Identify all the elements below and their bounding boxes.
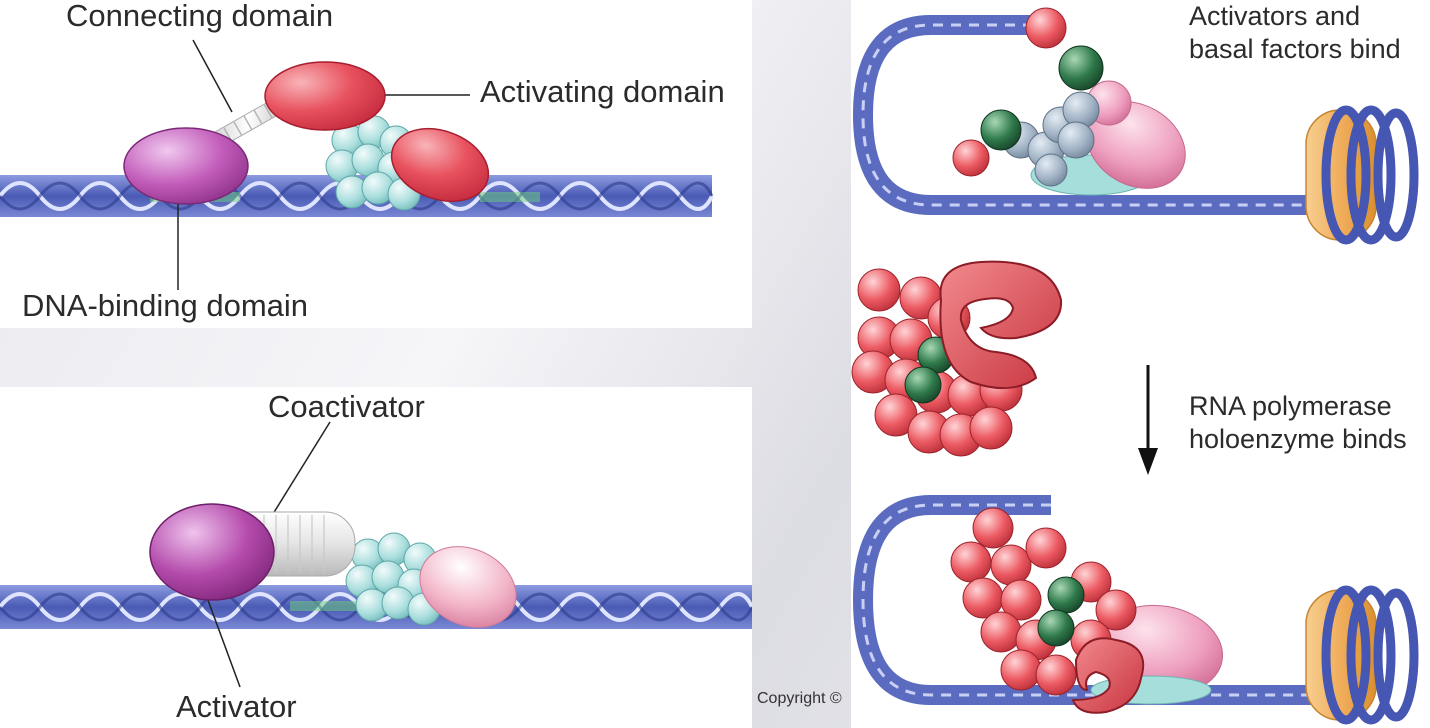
rna-polymerase-holoenzyme xyxy=(851,260,1063,457)
activator-domains-illustration xyxy=(0,39,714,290)
preinitiation-complex xyxy=(950,507,1224,714)
down-arrow-icon xyxy=(1138,365,1158,475)
label-step2: RNA polymerase holoenzyme binds xyxy=(1189,390,1407,456)
activating-domain-lower xyxy=(390,128,490,202)
label-activator: Activator xyxy=(176,689,297,724)
activator xyxy=(149,503,275,601)
label-connecting-domain: Connecting domain xyxy=(66,0,334,33)
label-step1: Activators and basal factors bind xyxy=(1189,0,1401,66)
label-step1-line2: basal factors bind xyxy=(1189,34,1401,64)
panel-coactivator: Coactivator Activator xyxy=(0,387,752,728)
activating-domain xyxy=(264,61,386,131)
connecting-domain-spring xyxy=(214,97,284,147)
label-activating-domain: Activating domain xyxy=(480,74,725,109)
label-step2-line2: holoenzyme binds xyxy=(1189,424,1407,454)
panel-assembly: Activators and basal factors bind RNA po… xyxy=(851,0,1430,728)
basal-factor-cluster-b xyxy=(345,532,441,626)
coactivator-illustration xyxy=(0,421,752,688)
label-dna-binding-domain: DNA-binding domain xyxy=(22,288,309,323)
copyright-text: Copyright © xyxy=(757,690,842,707)
panel-activator-domains: Connecting domain Activating domain DNA-… xyxy=(0,0,752,328)
label-step1-line1: Activators and xyxy=(1189,1,1361,31)
nucleosome-top xyxy=(1305,105,1419,245)
label-step2-line1: RNA polymerase xyxy=(1189,391,1392,421)
nucleosome-bottom xyxy=(1305,585,1419,725)
assembly-illustration xyxy=(851,7,1419,725)
dna-binding-domain xyxy=(123,127,249,205)
pink-factor xyxy=(419,546,517,628)
basal-factors-top xyxy=(952,7,1186,196)
label-coactivator: Coactivator xyxy=(268,389,425,424)
